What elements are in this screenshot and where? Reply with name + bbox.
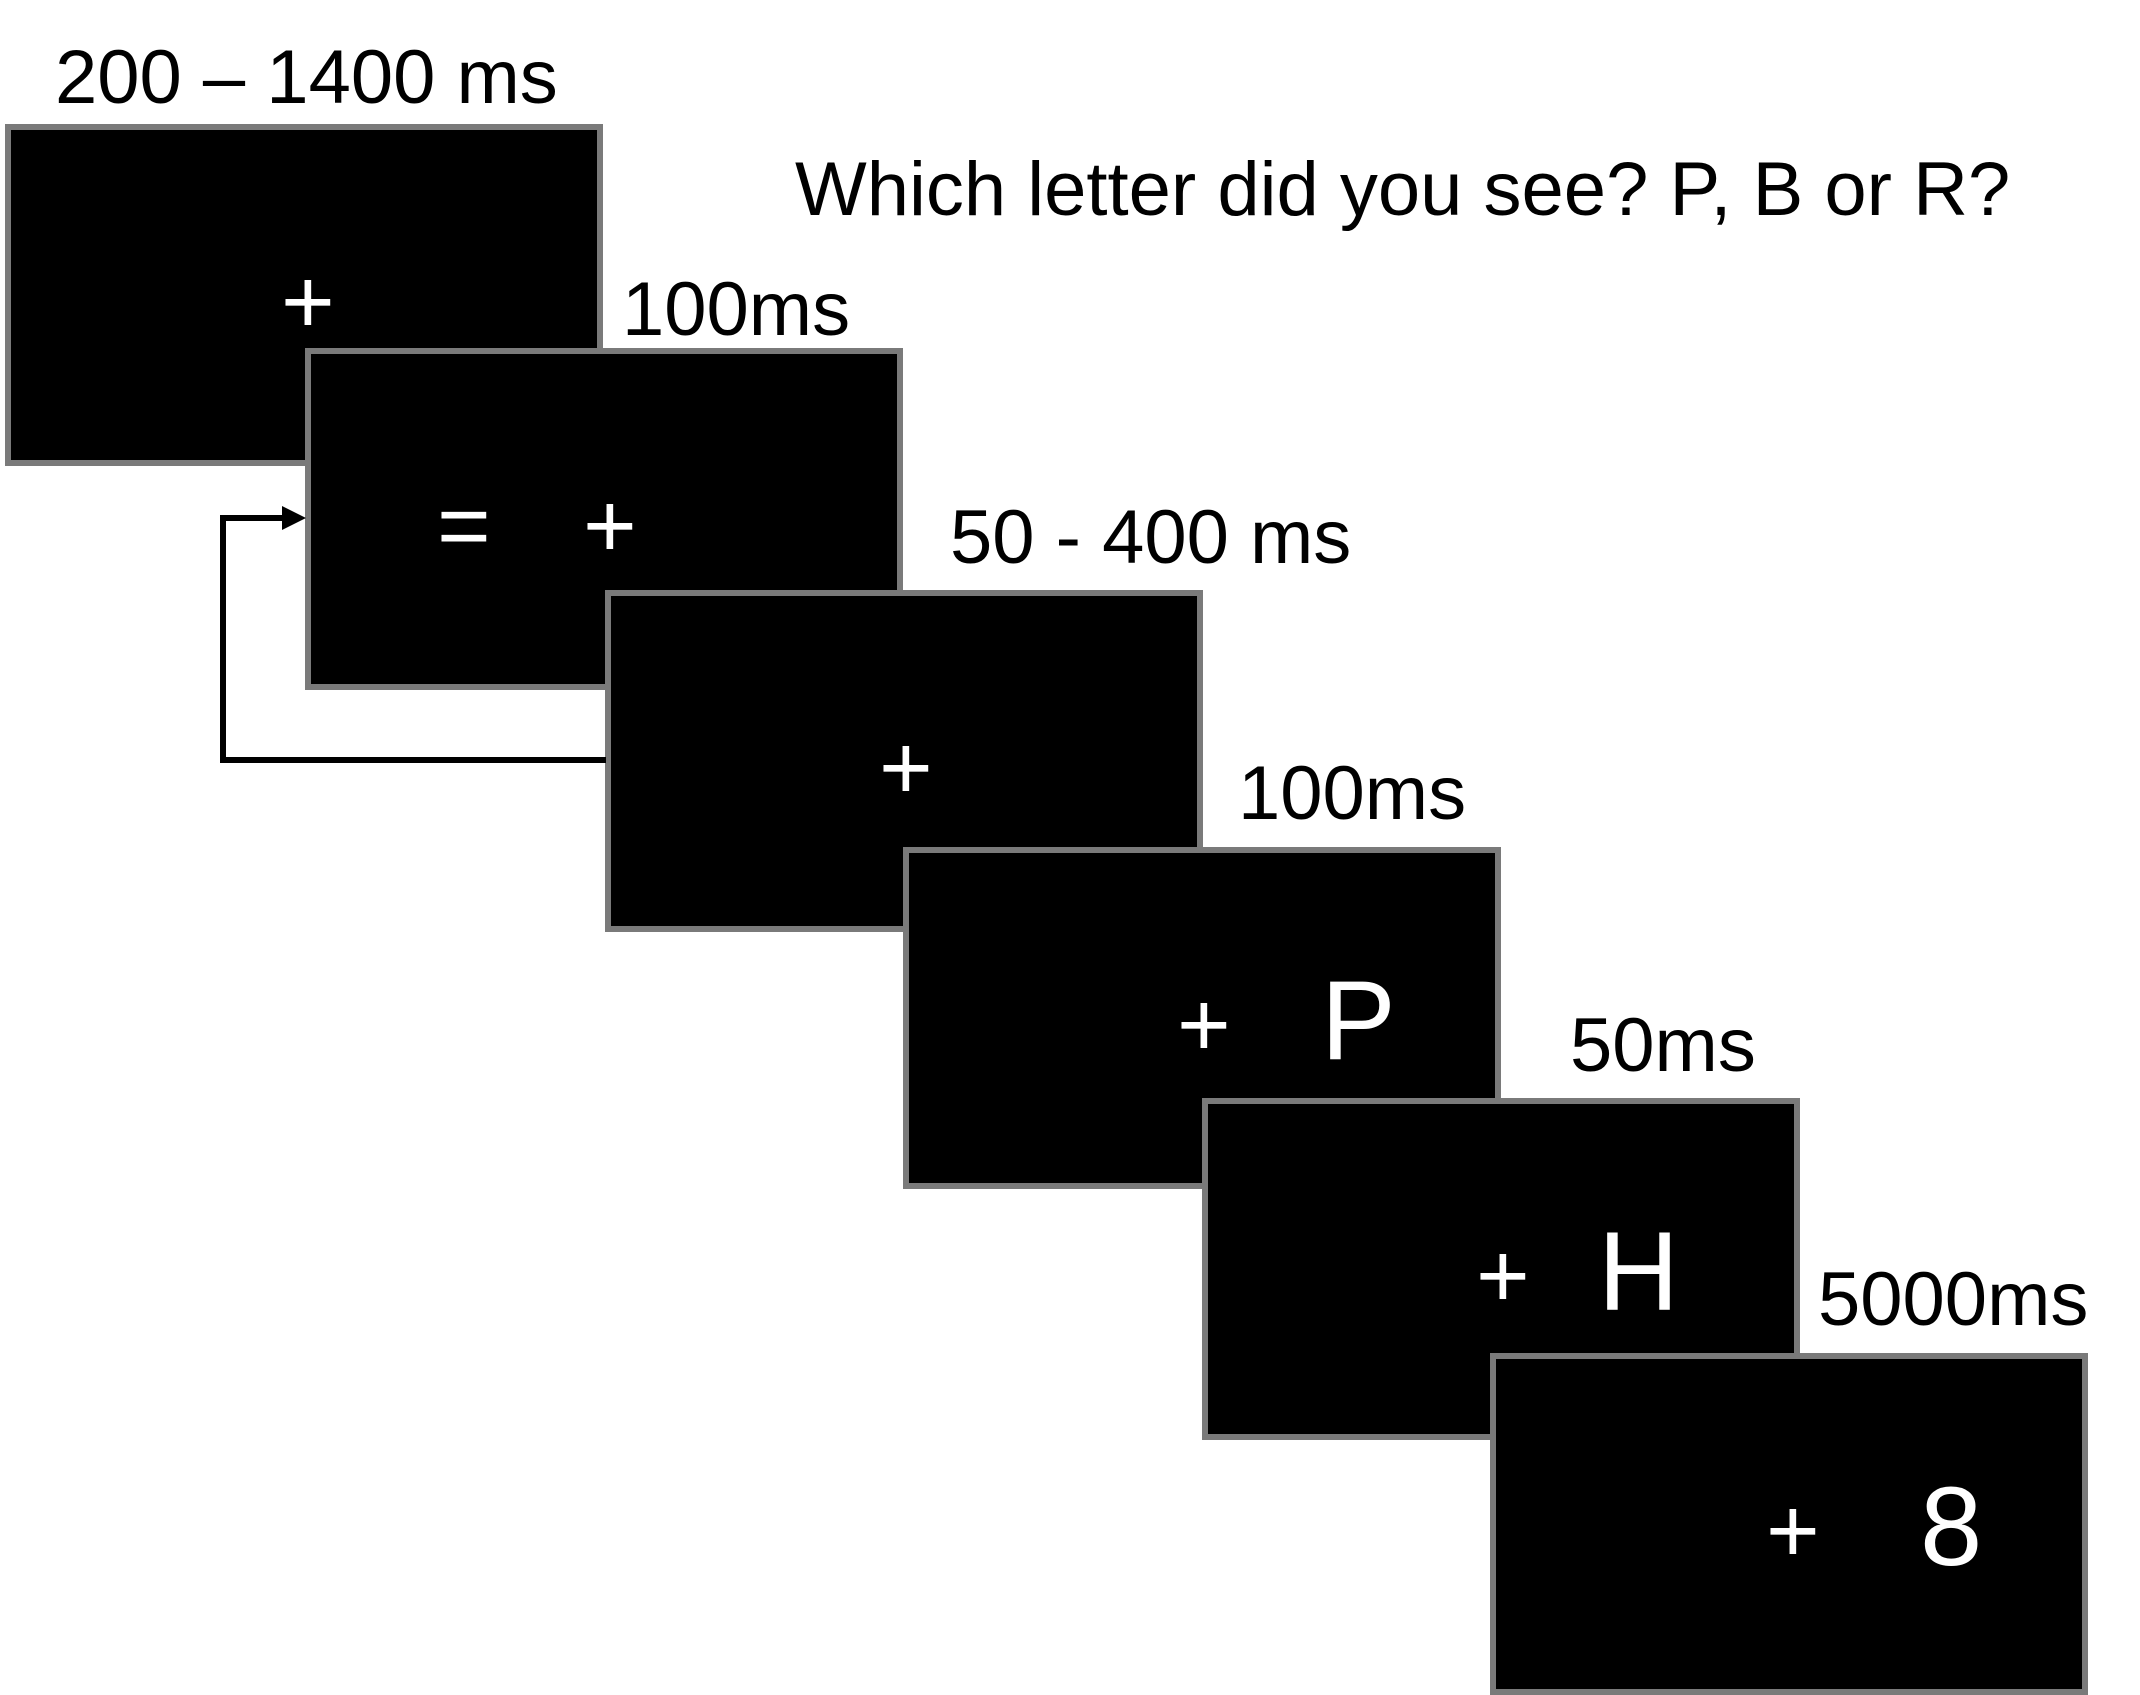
fixation-cross-4: + [1177,974,1231,1076]
duration-label-5: 50ms [1570,1003,1756,1088]
fixation-cross-3: + [879,717,933,819]
fixation-cross-5: + [1476,1225,1530,1327]
fixation-cross-6: + [1766,1480,1820,1582]
duration-label-4: 100ms [1238,751,1467,836]
screen-frame-1: + [5,124,603,466]
duration-label-1: 200 – 1400 ms [55,35,558,120]
fixation-cross-1: + [281,251,335,353]
response-question: Which letter did you see? P, B or R? [795,147,2011,232]
duration-label-3: 50 - 400 ms [950,495,1352,580]
distractor-digit: 8 [1920,1464,1983,1589]
target-letter: P [1321,958,1396,1083]
duration-label-6: 5000ms [1818,1257,2089,1342]
duration-label-2: 100ms [622,267,851,352]
fixation-cross-2: + [583,475,637,577]
screen-frame-6: + 8 [1490,1353,2088,1695]
cue-symbol: = [437,475,491,577]
loop-arrow-head [282,506,306,530]
mask-letter: H [1598,1209,1679,1334]
